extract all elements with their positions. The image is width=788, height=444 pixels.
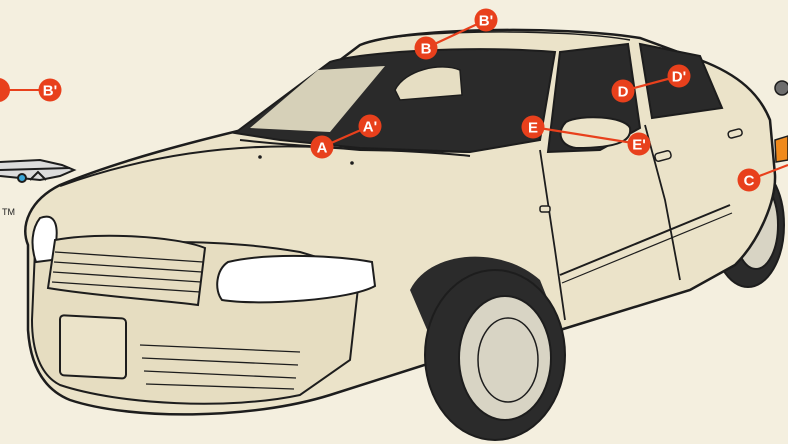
front-door-edge (539, 149, 566, 321)
trademark-text: TM (2, 207, 15, 217)
marker-b: B (414, 36, 438, 60)
right-headlight (216, 254, 377, 304)
marker-a-prime: A' (358, 114, 382, 138)
front-hubcap-ring (477, 317, 539, 403)
marker-circle (358, 114, 382, 138)
marker-dot-left-partial (0, 78, 10, 102)
marker-label: B' (43, 83, 57, 100)
marker-circle (667, 64, 691, 88)
washer-nozzle-left (258, 155, 262, 159)
license-plate (59, 314, 127, 380)
marker-layer: A A' B B' B' C D D' E E' (38, 8, 761, 192)
marker-e-prime: E' (627, 132, 651, 156)
front-hubcap (458, 295, 552, 421)
antenna-knob (774, 80, 788, 96)
marker-circle (38, 78, 62, 102)
marker-label: A' (363, 119, 377, 136)
front-grille (46, 234, 207, 307)
marker-circle (737, 168, 761, 192)
side-marker (539, 205, 551, 213)
marker-e: E (521, 115, 545, 139)
marker-circle (310, 135, 334, 159)
marker-label: D (618, 84, 629, 101)
windshield-reflection (250, 66, 385, 132)
marker-b-prime_left: B' (38, 78, 62, 102)
marker-label: C (744, 173, 755, 190)
marker-label: A (317, 140, 328, 157)
rear-indicator (774, 135, 788, 163)
marker-label: D' (672, 69, 686, 86)
lower-grille (139, 344, 301, 390)
marker-circle (611, 79, 635, 103)
rear-door-handle (727, 128, 743, 139)
marker-label: E' (632, 137, 646, 154)
marker-d: D (611, 79, 635, 103)
marker-d-prime: D' (667, 64, 691, 88)
marker-circle (474, 8, 498, 32)
side-molding-lower (561, 212, 733, 284)
marker-circle (414, 36, 438, 60)
rear-door-edge (644, 124, 681, 281)
marker-circle (521, 115, 545, 139)
wiper-line (239, 139, 471, 157)
front-door-handle (654, 149, 672, 163)
marker-label: B (421, 41, 432, 58)
seat-headrest (394, 66, 463, 101)
side-molding (559, 204, 731, 276)
marker-a: A (310, 135, 334, 159)
marker-c: C (737, 168, 761, 192)
marker-label: B' (479, 13, 493, 30)
wiper-blade-illustration (0, 158, 77, 183)
marker-circle (627, 132, 651, 156)
washer-nozzle-right (350, 161, 354, 165)
marker-label: E (528, 120, 538, 137)
marker-b-prime: B' (474, 8, 498, 32)
roof-line (369, 31, 631, 43)
